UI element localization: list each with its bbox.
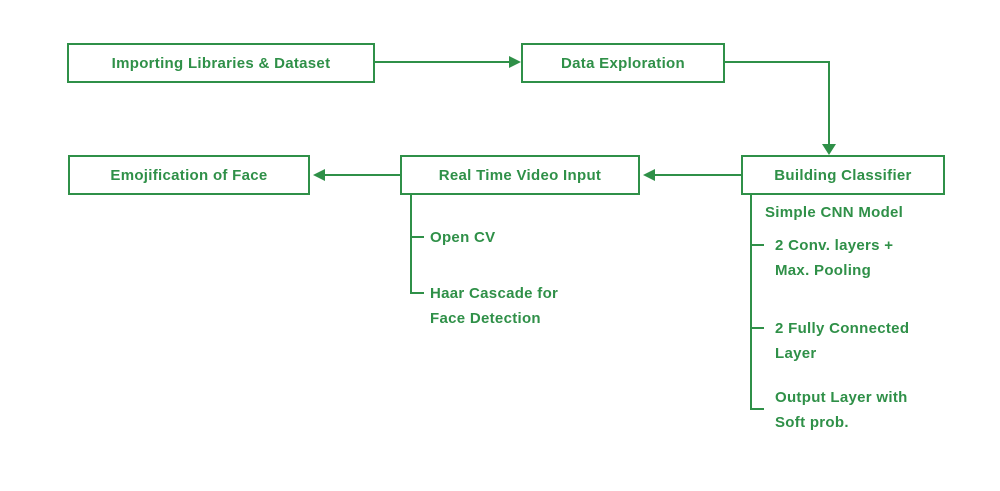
list-item-line: Haar Cascade for (430, 285, 559, 302)
node-label: Data Exploration (561, 54, 685, 72)
list-item-line: Open CV (430, 229, 496, 246)
bracket-classifier-stem (750, 195, 752, 410)
list-item-line: Soft prob. (775, 414, 849, 431)
list-item-haar-cascade: Haar Cascade for Face Detection (430, 281, 558, 331)
node-importing-libraries: Importing Libraries & Dataset (67, 43, 375, 83)
connector-classifier-to-video (655, 174, 741, 176)
arrowhead-down-icon (822, 144, 836, 155)
list-item-line: Face Detection (430, 310, 541, 327)
node-label: Emojification of Face (110, 166, 268, 184)
list-item-conv-layers: 2 Conv. layers + Max. Pooling (775, 233, 893, 283)
node-building-classifier: Building Classifier (741, 155, 945, 195)
list-item-line: Max. Pooling (775, 262, 872, 279)
list-item-line: Layer (775, 345, 817, 362)
node-label: Building Classifier (774, 166, 912, 184)
list-item-line: Output Layer with (775, 389, 908, 406)
arrowhead-right-icon (509, 56, 521, 68)
bracket-classifier-tick-2 (750, 327, 764, 329)
arrowhead-left-icon (313, 169, 325, 181)
bracket-video-tick-2 (410, 292, 424, 294)
bracket-classifier-tick-1 (750, 244, 764, 246)
node-emojification-of-face: Emojification of Face (68, 155, 310, 195)
node-label: Real Time Video Input (438, 166, 602, 184)
list-item-open-cv: Open CV (430, 225, 495, 250)
bracket-video-stem (410, 195, 412, 294)
list-item-line: 2 Conv. layers + (775, 237, 894, 254)
arrowhead-left-icon (643, 169, 655, 181)
bracket-classifier-tick-3 (750, 408, 764, 410)
list-header-simple-cnn-model: Simple CNN Model (765, 204, 904, 221)
connector-video-to-emojification (325, 174, 400, 176)
list-item-line: 2 Fully Connected (775, 320, 910, 337)
bracket-video-tick-1 (410, 236, 424, 238)
node-data-exploration: Data Exploration (521, 43, 725, 83)
connector-exploration-to-classifier-vertical (828, 61, 830, 145)
list-item-output-layer: Output Layer with Soft prob. (775, 385, 908, 435)
list-item-fully-connected: 2 Fully Connected Layer (775, 316, 909, 366)
node-real-time-video-input: Real Time Video Input (400, 155, 640, 195)
node-label: Importing Libraries & Dataset (111, 54, 331, 72)
connector-exploration-to-classifier-horizontal (725, 61, 830, 63)
connector-importing-to-exploration (375, 61, 509, 63)
